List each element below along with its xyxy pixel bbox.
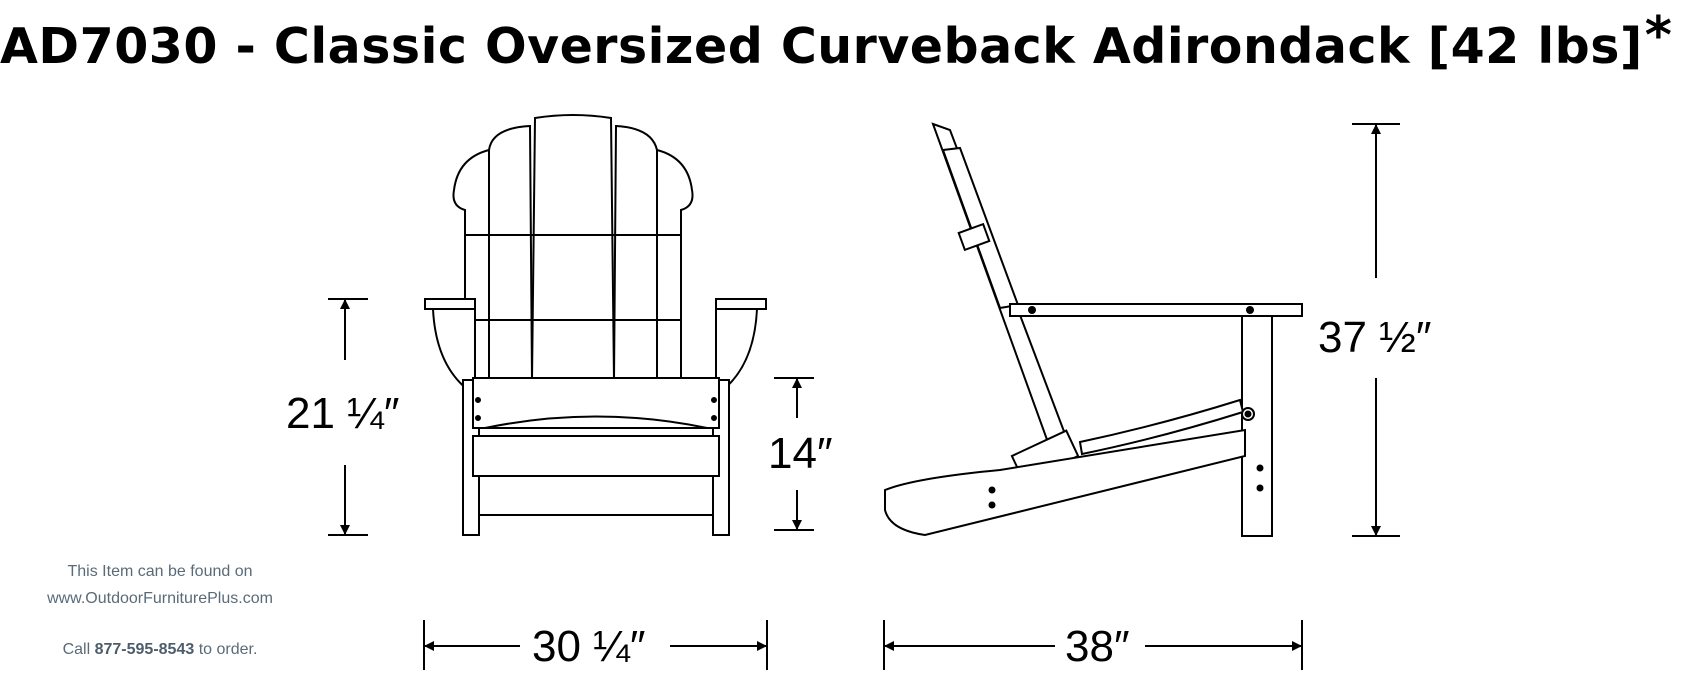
width-label: 30 ¼″ (532, 622, 646, 671)
promo-call-suffix: to order. (194, 641, 258, 658)
side-view-chair (884, 122, 1303, 537)
arm-height-label: 21 ¼″ (286, 389, 400, 438)
back-slat-left-inner (488, 124, 534, 381)
seat-front-apron (472, 377, 720, 429)
promo-line-1: This Item can be found on (67, 563, 253, 580)
promo-call-prefix: Call (62, 641, 95, 658)
overall-height-label: 37 ½″ (1318, 313, 1432, 362)
front-view-chair (424, 114, 767, 536)
dimension-lines (328, 123, 1400, 670)
left-arm-rest (424, 298, 476, 310)
promo-website: www.OutdoorFurniturePlus.com (47, 590, 273, 607)
back-slat-center (530, 114, 616, 381)
side-rear-leg (1241, 315, 1273, 537)
seat-lower-rail (472, 435, 720, 477)
side-arm-rest (1009, 303, 1303, 317)
promo-phone: 877-595-8543 (94, 641, 195, 658)
back-slat-right-outer (656, 148, 694, 381)
page-title: AD7030 - Classic Oversized Curveback Adi… (0, 6, 1700, 86)
side-back-bracket (957, 222, 991, 252)
promo-call-line: Call 877-595-8543 to order. (0, 641, 320, 659)
back-slat-right-inner (612, 124, 658, 381)
side-base-runner (884, 428, 1246, 537)
title-asterisk: * (1644, 6, 1673, 66)
seat-height-label: 14″ (768, 429, 833, 478)
depth-label: 38″ (1065, 622, 1130, 671)
title-text: AD7030 - Classic Oversized Curveback Adi… (0, 18, 1643, 75)
right-arm-rest (715, 298, 767, 310)
